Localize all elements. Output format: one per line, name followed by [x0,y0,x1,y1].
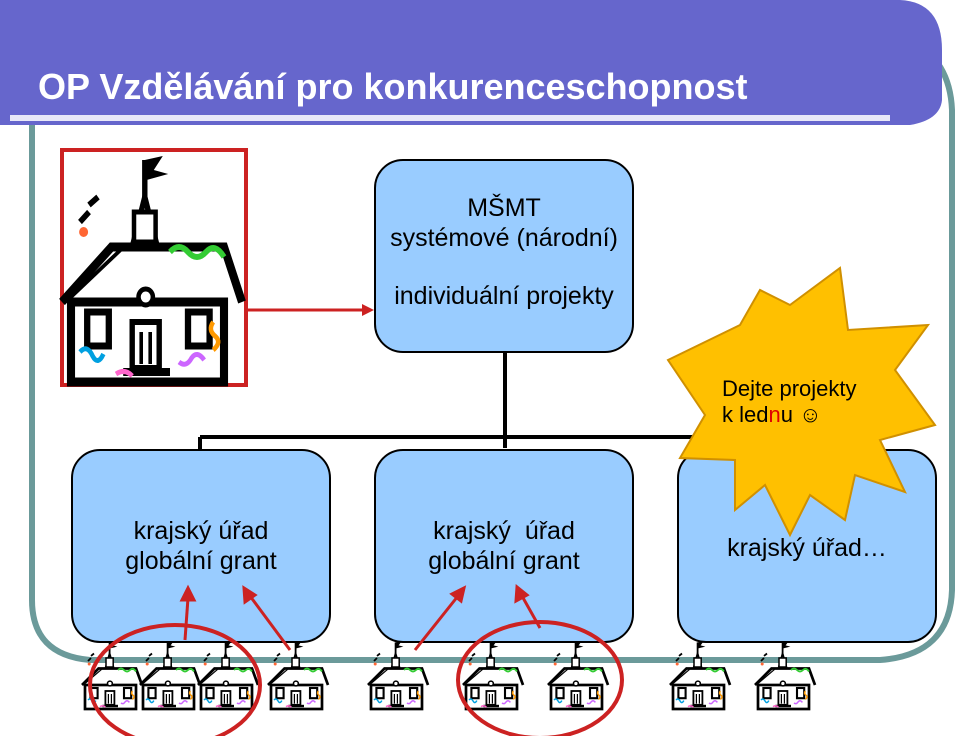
regional-office-label: krajský úřad [133,517,269,545]
school-building-icon [548,641,608,709]
small-schools-row [82,641,815,709]
regional-box-2 [374,449,634,643]
msmt-box [374,159,634,353]
reminder-line-2-start: k led [722,402,769,427]
regional-office-label: krajský úřad… [727,534,887,562]
school-building-icon [368,641,428,709]
reminder-text: Dejte projekty k lednu ☺ [722,376,857,428]
msmt-projects: individuální projekty [394,282,614,310]
school-building-icon [198,641,258,709]
slide-title: OP Vzdělávání pro konkurenceschopnost [38,66,748,107]
regional-box-1 [71,449,331,643]
reminder-line-1: Dejte projekty [722,376,857,401]
global-grant-label: globální grant [125,547,277,575]
regional-box-3-text: krajský úřad… [678,533,936,563]
school-building-icon [755,641,815,709]
regional-box-1-text: krajský úřad globální grant [72,516,330,576]
reminder-burst [666,266,937,538]
title-bar [0,0,942,125]
regional-box-2-text: krajský úřad globální grant [375,516,633,576]
regional-office-label: krajský úřad [433,517,575,545]
school-building-icon [268,641,328,709]
school-group-circle-1 [88,623,262,736]
slide-frame [29,37,955,663]
reminder-highlight: n [768,402,781,427]
msmt-box-text: MŠMT systémové (národní) individuální pr… [375,193,633,311]
school-building-icon [463,641,523,709]
reminder-line-2: k lednu ☺ [722,402,857,428]
global-grant-label: globální grant [428,547,580,575]
reminder-line-2-end: u ☺ [780,402,822,427]
msmt-label: MŠMT [467,194,541,222]
msmt-subtitle: systémové (národní) [390,224,618,252]
school-group-circle-2 [456,620,624,736]
school-building-icon [140,641,200,709]
school-building-icon [670,641,730,709]
